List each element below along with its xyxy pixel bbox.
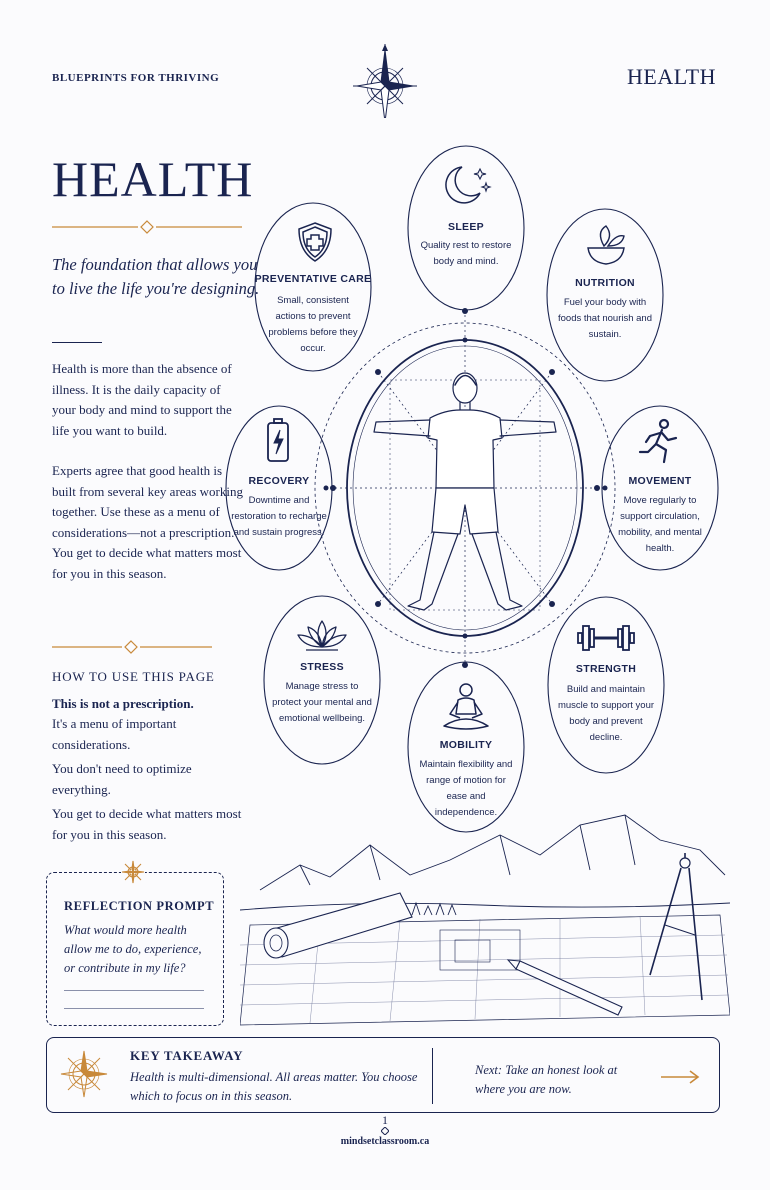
- page-number: 1: [382, 1113, 388, 1127]
- area-title-strength: STRENGTH: [575, 663, 637, 675]
- ornamental-divider-2: [52, 640, 212, 654]
- blueprint-landscape-illustration: [240, 814, 730, 1026]
- howto-heading: HOW TO USE THIS PAGE: [52, 669, 215, 684]
- area-desc-nutrition: Fuel your body with foods that nourish a…: [557, 297, 652, 340]
- answer-line-2[interactable]: [64, 1008, 204, 1009]
- meditation-icon: [443, 683, 489, 730]
- series-label: BLUEPRINTS FOR THRIVING: [52, 72, 220, 84]
- area-title-recovery: RECOVERY: [248, 475, 310, 487]
- howto-text-2: You don't need to optimize everything.: [52, 761, 192, 797]
- shield-cross-icon: [298, 222, 332, 262]
- area-desc-stress: Manage stress to protect your mental and…: [272, 681, 372, 724]
- area-desc-mobility: Maintain flexibility and range of motion…: [419, 759, 513, 818]
- area-title-nutrition: NUTRITION: [575, 277, 635, 289]
- area-title-preventative-care: PREVENTATIVE CARE: [254, 273, 372, 285]
- arrow-right-icon[interactable]: [660, 1069, 700, 1085]
- takeaway-heading: KEY TAKEAWAY: [130, 1048, 244, 1063]
- area-desc-sleep: Quality rest to restore body and mind.: [420, 240, 512, 267]
- reflection-heading: REFLECTION PROMPT: [64, 899, 215, 913]
- compass-rose-icon: [353, 44, 417, 118]
- area-desc-movement: Move regularly to support circulation, m…: [618, 495, 702, 554]
- howto-text-3: You get to decide what matters most for …: [52, 806, 242, 842]
- area-desc-preventative-care: Small, consistent actions to prevent pro…: [268, 295, 358, 354]
- takeaway-text: Health is multi-dimensional. All areas m…: [130, 1070, 418, 1103]
- howto-emphasis: This is not a prescription.: [52, 696, 194, 711]
- area-desc-strength: Build and maintain muscle to support you…: [557, 684, 655, 743]
- intro-paragraph-1: Health is more than the absence of illne…: [52, 361, 232, 438]
- dumbbell-icon: [577, 625, 635, 651]
- battery-icon: [267, 418, 289, 462]
- page-title: HEALTH: [52, 151, 254, 207]
- area-title-sleep: SLEEP: [448, 221, 484, 233]
- topic-label: HEALTH: [627, 64, 716, 89]
- diamond-ornament-icon: [381, 1127, 389, 1135]
- short-rule: [52, 342, 102, 343]
- area-title-movement: MOVEMENT: [628, 475, 692, 487]
- runner-icon: [638, 418, 678, 464]
- bowl-leaf-icon: [587, 225, 625, 265]
- website-link[interactable]: mindsetclassroom.ca: [340, 1136, 430, 1147]
- area-title-mobility: MOBILITY: [439, 739, 493, 751]
- sun-compass-icon: [121, 860, 145, 884]
- next-step-text: Next: Take an honest look at where you a…: [475, 1063, 618, 1096]
- moon-stars-icon: [445, 166, 492, 204]
- intro-paragraph-2: Experts agree that good health is built …: [52, 463, 243, 581]
- reflection-question: What would more health allow me to do, e…: [64, 923, 202, 975]
- area-desc-recovery: Downtime and restoration to recharge and…: [231, 495, 327, 538]
- answer-line-1[interactable]: [64, 990, 204, 991]
- area-title-stress: STRESS: [300, 661, 344, 673]
- key-takeaway-box: [46, 1037, 720, 1113]
- howto-text-1: It's a menu of important considerations.: [52, 716, 177, 752]
- lotus-icon: [297, 620, 347, 651]
- page-subtitle: The foundation that allows you to live t…: [52, 255, 260, 298]
- ornamental-divider: [52, 220, 242, 234]
- takeaway-separator: [432, 1048, 433, 1104]
- compass-rose-gold-icon: [60, 1050, 108, 1098]
